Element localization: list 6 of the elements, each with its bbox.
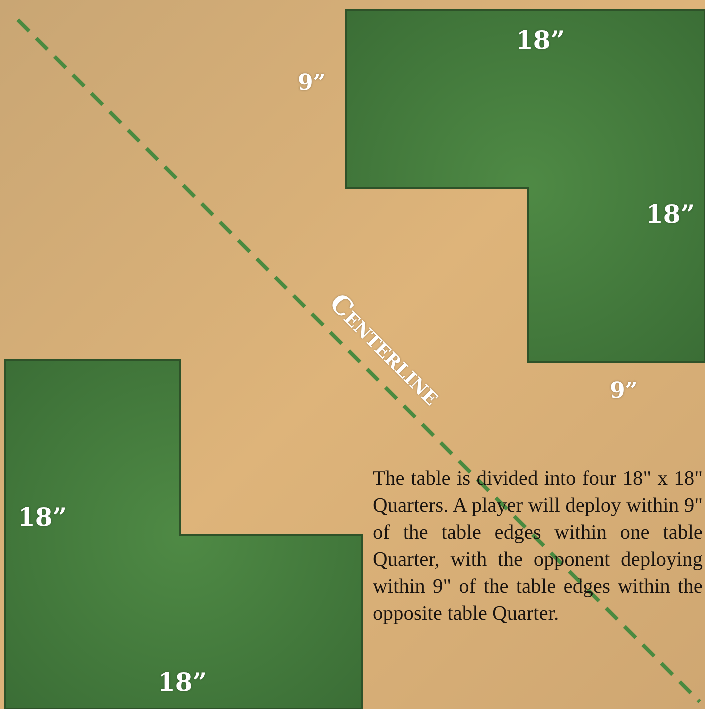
dimension-label: 9” xyxy=(610,378,638,404)
dimension-label: 18” xyxy=(646,200,696,229)
dimension-label: 18” xyxy=(516,26,566,55)
dimension-label: 18” xyxy=(18,503,68,532)
dimension-label: 9” xyxy=(298,70,326,96)
dimension-label: 18” xyxy=(158,668,208,697)
